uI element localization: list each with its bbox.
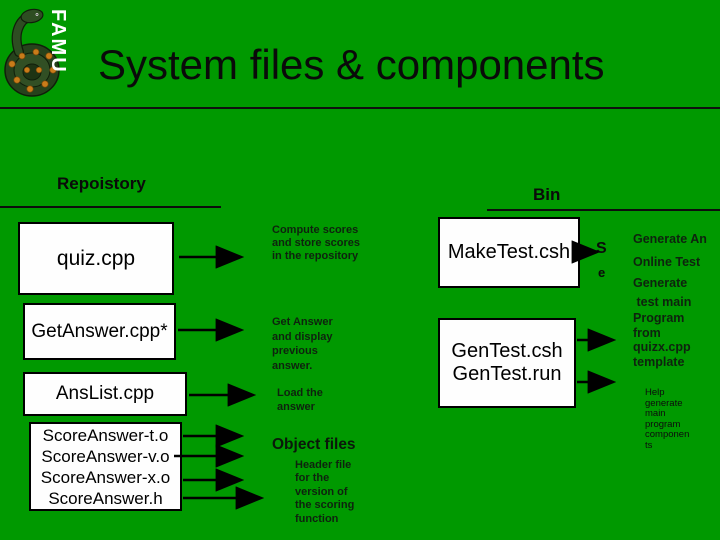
famu-logo-text: FAMU — [47, 9, 69, 74]
file-box-quiz-cpp: quiz.cpp — [18, 222, 174, 295]
bin-section-label: Bin — [533, 185, 561, 204]
file-box-line: ScoreAnswer-x.o — [40, 467, 171, 487]
note-generate-online-test: Generate An Online Test — [633, 232, 707, 269]
note-program-from-template: Program from quizx.cpp template — [633, 311, 691, 369]
file-box-line: ScoreAnswer-t.o — [42, 425, 169, 445]
snake-pupil — [36, 13, 38, 16]
note-header-file: Header file for the version of the scori… — [295, 459, 355, 525]
file-box-getanswer-cpp: GetAnswer.cpp* — [23, 303, 176, 360]
snake-head — [20, 8, 44, 24]
bin-underline — [487, 209, 720, 211]
note-load-answer: Load the answer — [277, 387, 323, 413]
stray-letter-s: S — [596, 240, 607, 257]
file-box-anslist-cpp: AnsList.cpp — [23, 372, 187, 416]
repository-section-label: Repoistory — [57, 174, 146, 193]
file-box-line: ScoreAnswer.h — [48, 488, 163, 508]
stray-letter-e: e — [598, 265, 606, 280]
file-box-line: ScoreAnswer-v.o — [41, 446, 170, 466]
note-get-answer: Get Answer and display previous answer. — [272, 316, 333, 372]
repository-underline — [0, 206, 221, 208]
famu-rattlesnake-logo-icon — [4, 8, 60, 97]
note-help-generate-components: Help generate main program componen ts — [645, 387, 690, 451]
file-box-line: GenTest.csh — [451, 340, 563, 362]
note-compute-scores: Compute scores and store scores in the r… — [272, 224, 361, 262]
note-generate-test-main: Generate test main — [633, 276, 692, 309]
slide-title: System files & components — [98, 41, 605, 88]
snake-orange-spots — [8, 48, 57, 93]
file-box-maketest-csh: MakeTest.csh — [438, 217, 580, 288]
file-box-line: GenTest.run — [452, 363, 562, 385]
title-divider-line — [0, 107, 720, 109]
file-box-gentest: GenTest.csh GenTest.run — [438, 318, 576, 408]
file-box-scoreanswer-objects: ScoreAnswer-t.o ScoreAnswer-v.o ScoreAns… — [29, 422, 182, 511]
object-files-heading: Object files — [272, 436, 356, 453]
